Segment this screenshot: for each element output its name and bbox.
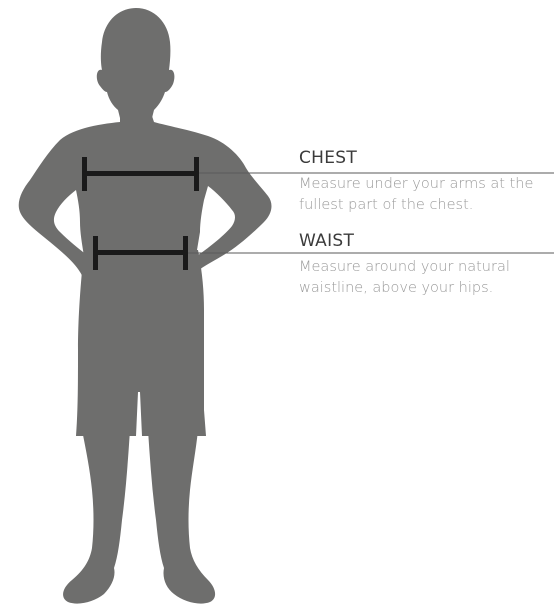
child-silhouette (19, 8, 272, 604)
chest-title: CHEST (299, 146, 554, 170)
waist-title: WAIST (299, 229, 554, 253)
waist-label-block: WAIST Measure around your natural waistl… (299, 229, 554, 299)
chest-label-block: CHEST Measure under your arms at the ful… (299, 146, 554, 216)
chest-description: Measure under your arms at the fullest p… (299, 174, 554, 216)
waist-description: Measure around your natural waistline, a… (299, 257, 554, 299)
